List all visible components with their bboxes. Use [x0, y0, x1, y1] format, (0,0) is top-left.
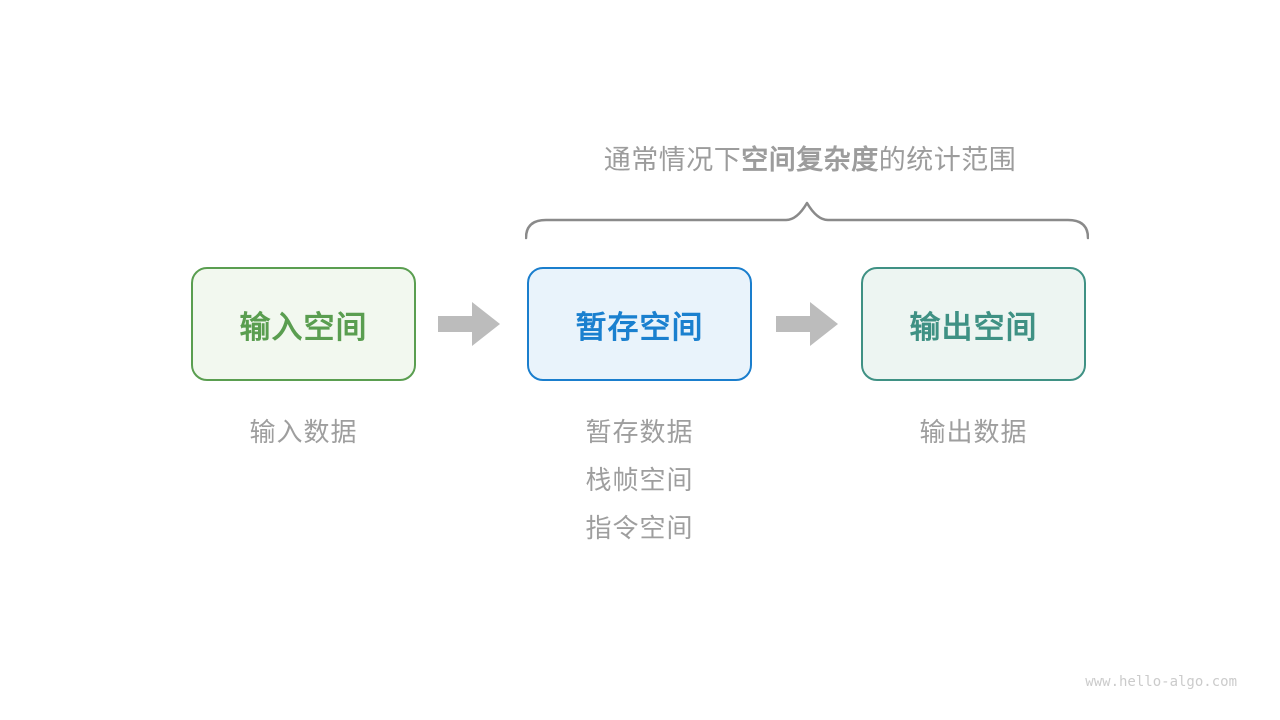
input-space-label: 输入空间 — [239, 309, 368, 346]
output-space-label: 输出空间 — [909, 309, 1038, 346]
scope-title-emphasis: 空间复杂度 — [741, 145, 879, 176]
scope-title-prefix: 通常情况下 — [603, 145, 742, 176]
output-data-annotation: 输出数据 — [919, 418, 1028, 448]
temp-space-label: 暂存空间 — [575, 309, 704, 346]
brace-path — [525, 201, 1089, 240]
input-space-box: 输入空间 — [191, 267, 416, 381]
arrow-right-shape — [776, 302, 838, 346]
input-data-annotation: 输入数据 — [249, 418, 358, 448]
stack-frame-annotation: 栈帧空间 — [585, 466, 694, 496]
instruction-space-annotation: 指令空间 — [585, 514, 694, 544]
arrow-right-shape — [438, 302, 500, 346]
arrow-right-icon — [438, 302, 500, 346]
temp-data-annotation: 暂存数据 — [585, 418, 694, 448]
brace-icon — [525, 201, 1089, 240]
scope-title-suffix: 的统计范围 — [878, 145, 1017, 176]
output-space-box: 输出空间 — [861, 267, 1086, 381]
arrow-right-icon — [776, 302, 838, 346]
scope-title: 通常情况下空间复杂度的统计范围 — [520, 145, 1100, 177]
watermark: www.hello-algo.com — [1085, 674, 1237, 690]
temp-space-box: 暂存空间 — [527, 267, 752, 381]
